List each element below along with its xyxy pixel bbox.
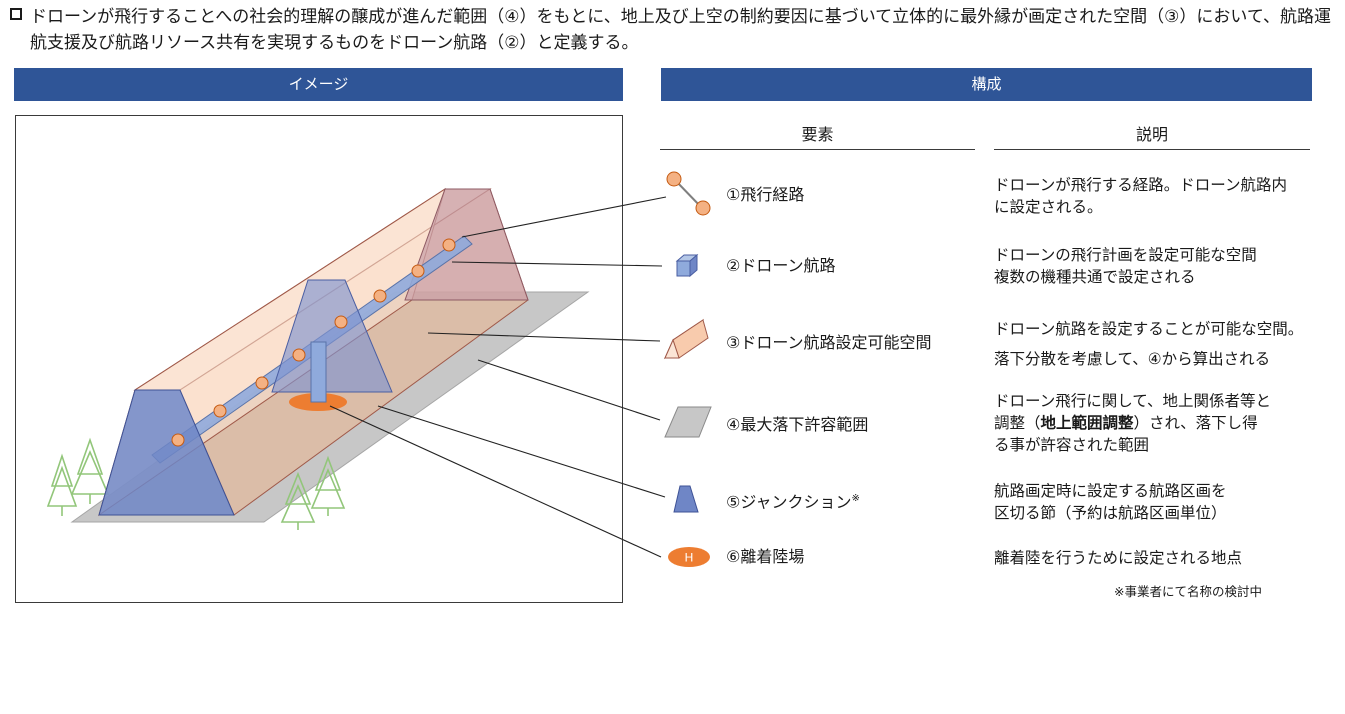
flight-path-icon [666,171,711,216]
tree-icon [280,455,346,530]
element-label-route-space: ③ドローン航路設定可能空間 [726,333,932,352]
helipad-letter: H [685,551,694,565]
junction-label-text: ⑤ジャンクション [726,492,852,512]
description-max-fall-area: ドローン飛行に関して、地上関係者等と 調整（地上範囲調整）され、落下し得 る事が… [994,392,1271,454]
junction-middle [271,279,393,393]
element-label-junction: ⑤ジャンクション※ [726,488,860,513]
parallelogram-icon [664,406,712,438]
description-helipad: 離着陸を行うために設定される地点 [994,549,1243,567]
heading: ドローンが飛行することへの社会的理解の醸成が進んだ範囲（④）をもとに、地上及び上… [10,4,1335,56]
helipad-column [310,341,327,403]
element-label-helipad: ⑥離着陸場 [726,547,805,566]
tree-icon [46,437,110,516]
description-flight-path: ドローンが飛行する経路。ドローン航路内 に設定される。 [994,176,1287,216]
column-element-header: 要素 [660,122,975,150]
junction-near [98,389,235,516]
junction-label-mark: ※ [851,493,860,504]
cube-icon [675,253,699,278]
prism-icon [663,318,709,360]
element-label-max-fall-area: ④最大落下許容範囲 [726,415,869,434]
square-bullet-icon [10,8,22,20]
footnote: ※事業者にて名称の検討中 [1114,584,1262,599]
illustration-frame [15,115,623,603]
description-drone-route: ドローンの飛行計画を設定可能な空間 複数の機種共通で設定される [994,246,1257,286]
description-route-space: ドローン航路を設定することが可能な空間。 落下分散を考慮して、④から算出される [994,320,1304,368]
column-description-header: 説明 [994,122,1310,150]
element-label-flight-path: ①飛行経路 [726,185,805,204]
composition-panel-title: 構成 [661,68,1312,101]
flight-path-points [171,238,456,447]
heading-text: ドローンが飛行することへの社会的理解の醸成が進んだ範囲（④）をもとに、地上及び上… [30,7,1332,53]
helipad-icon: H [668,547,710,567]
image-panel-title: イメージ [14,68,623,101]
description-junction: 航路画定時に設定する航路区画を 区切る節（予約は航路区画単位） [994,482,1227,522]
element-label-drone-route: ②ドローン航路 [726,256,836,275]
trapezoid-icon [673,485,699,513]
leader-lines [329,196,667,558]
